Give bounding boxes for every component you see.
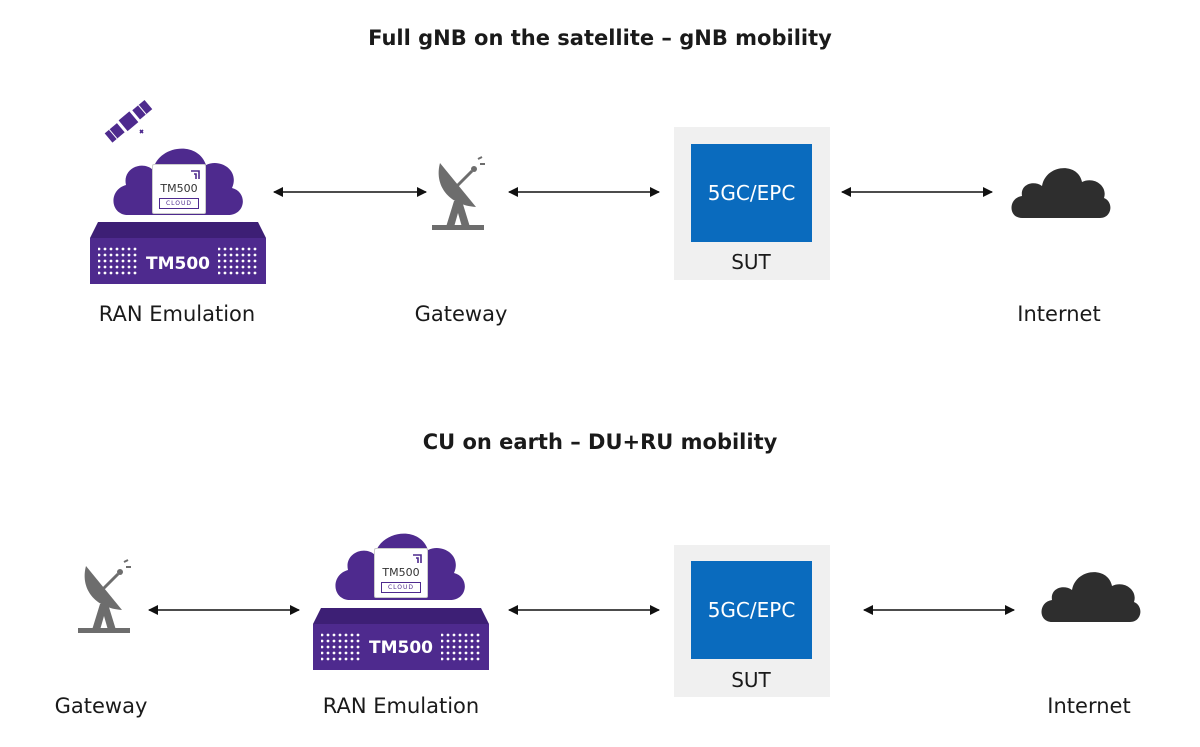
badge-sublabel: CLOUD (159, 198, 199, 209)
dish-antenna-icon (432, 156, 485, 230)
sut-label: SUT (731, 668, 771, 692)
ran-emulation-label: RAN Emulation (98, 302, 256, 326)
tm500-device-icon (313, 608, 489, 670)
internet-cloud-icon (1041, 572, 1141, 622)
dish-antenna-icon (78, 559, 131, 633)
internet-label: Internet (1047, 694, 1131, 718)
core-network-box: 5GC/EPC (691, 561, 812, 659)
internet-label: Internet (1017, 302, 1101, 326)
internet-cloud-icon (1011, 168, 1111, 218)
badge-label: TM500 (160, 182, 198, 195)
diagram-title-top: Full gNB on the satellite – gNB mobility (368, 26, 832, 50)
double-arrow-icon (863, 605, 1015, 615)
gateway-label: Gateway (54, 694, 148, 718)
core-network-box: 5GC/EPC (691, 144, 812, 242)
tm500-device-icon (90, 222, 266, 284)
double-arrow-icon (148, 605, 300, 615)
diagram-title-bottom: CU on earth – DU+RU mobility (422, 430, 778, 454)
sut-label: SUT (731, 250, 771, 274)
double-arrow-icon (508, 187, 660, 197)
satellite-icon (104, 99, 153, 143)
tm500-cloud-badge: TM500 CLOUD (152, 164, 206, 214)
double-arrow-icon (841, 187, 993, 197)
ran-emulation-label: RAN Emulation (322, 694, 480, 718)
tm500-device-label: TM500 (369, 638, 433, 658)
badge-label: TM500 (382, 566, 420, 579)
double-arrow-icon (508, 605, 660, 615)
tm500-cloud-badge: TM500 CLOUD (374, 548, 428, 598)
tm500-device-label: TM500 (146, 254, 210, 274)
tm500-logo-icon (191, 170, 200, 179)
double-arrow-icon (273, 187, 427, 197)
gateway-label: Gateway (414, 302, 508, 326)
tm500-logo-icon (413, 554, 422, 563)
badge-sublabel: CLOUD (381, 582, 421, 593)
